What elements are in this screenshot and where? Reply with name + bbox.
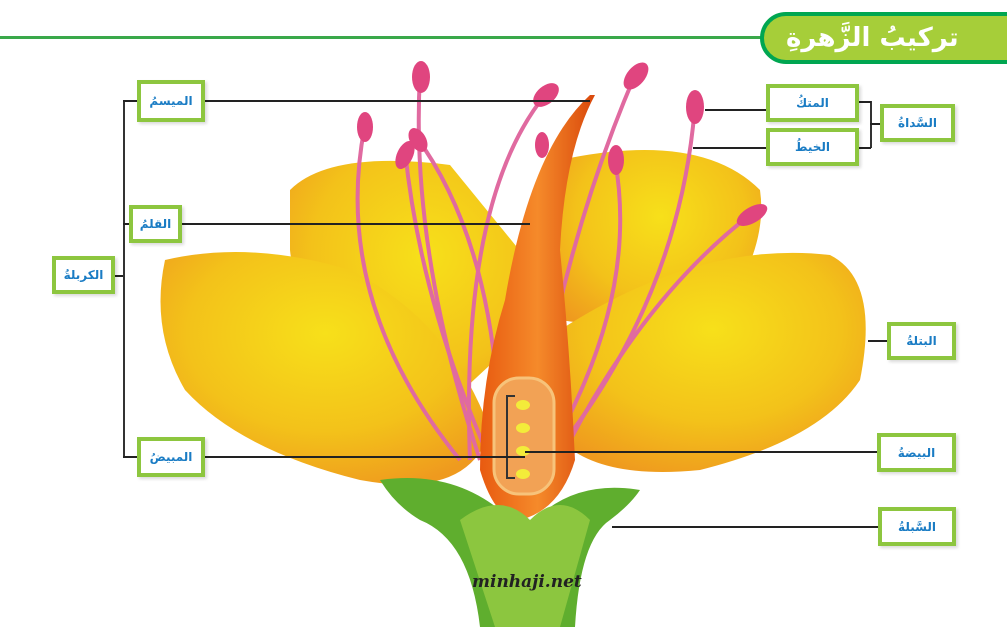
ovary-section (492, 376, 556, 496)
label-sepal: السَّبلةُ (878, 507, 956, 546)
style-leader (182, 223, 530, 225)
petals (160, 150, 866, 485)
label-style: القلمُ (129, 205, 182, 243)
ovules (506, 395, 530, 479)
watermark: minhaji.net (472, 572, 582, 592)
sepals (380, 478, 640, 627)
sepal-leader (612, 526, 878, 528)
header-rule (0, 36, 765, 39)
bracket-tick (859, 147, 871, 149)
label-stigma: الميسمُ (137, 80, 205, 122)
label-carpel: الكربلةُ (52, 256, 115, 294)
stigma-leader (205, 100, 590, 102)
label-anther: المتكُ (766, 84, 859, 122)
bracket-tick (123, 223, 131, 225)
ovule-leader (525, 451, 877, 453)
ovary-leader (205, 456, 525, 458)
label-ovule: البيضةُ (877, 433, 956, 472)
label-petal: البتلةُ (887, 322, 956, 360)
anthers (357, 61, 768, 226)
page-title: تركيبُ الزَّهرةِ (760, 12, 1007, 64)
bracket-tick (859, 101, 871, 103)
bracket-tick (123, 100, 137, 102)
label-stamen: السَّداةُ (880, 104, 955, 142)
bracket-tick (115, 275, 123, 277)
label-ovary: المبيضُ (137, 437, 205, 477)
bracket-tick (870, 123, 880, 125)
label-filament: الخيطُ (766, 128, 859, 166)
anther-leader (705, 109, 766, 111)
petal-leader (868, 340, 887, 342)
bracket-tick (123, 456, 137, 458)
filament-leader (693, 147, 766, 149)
carpel-bracket (123, 100, 125, 458)
